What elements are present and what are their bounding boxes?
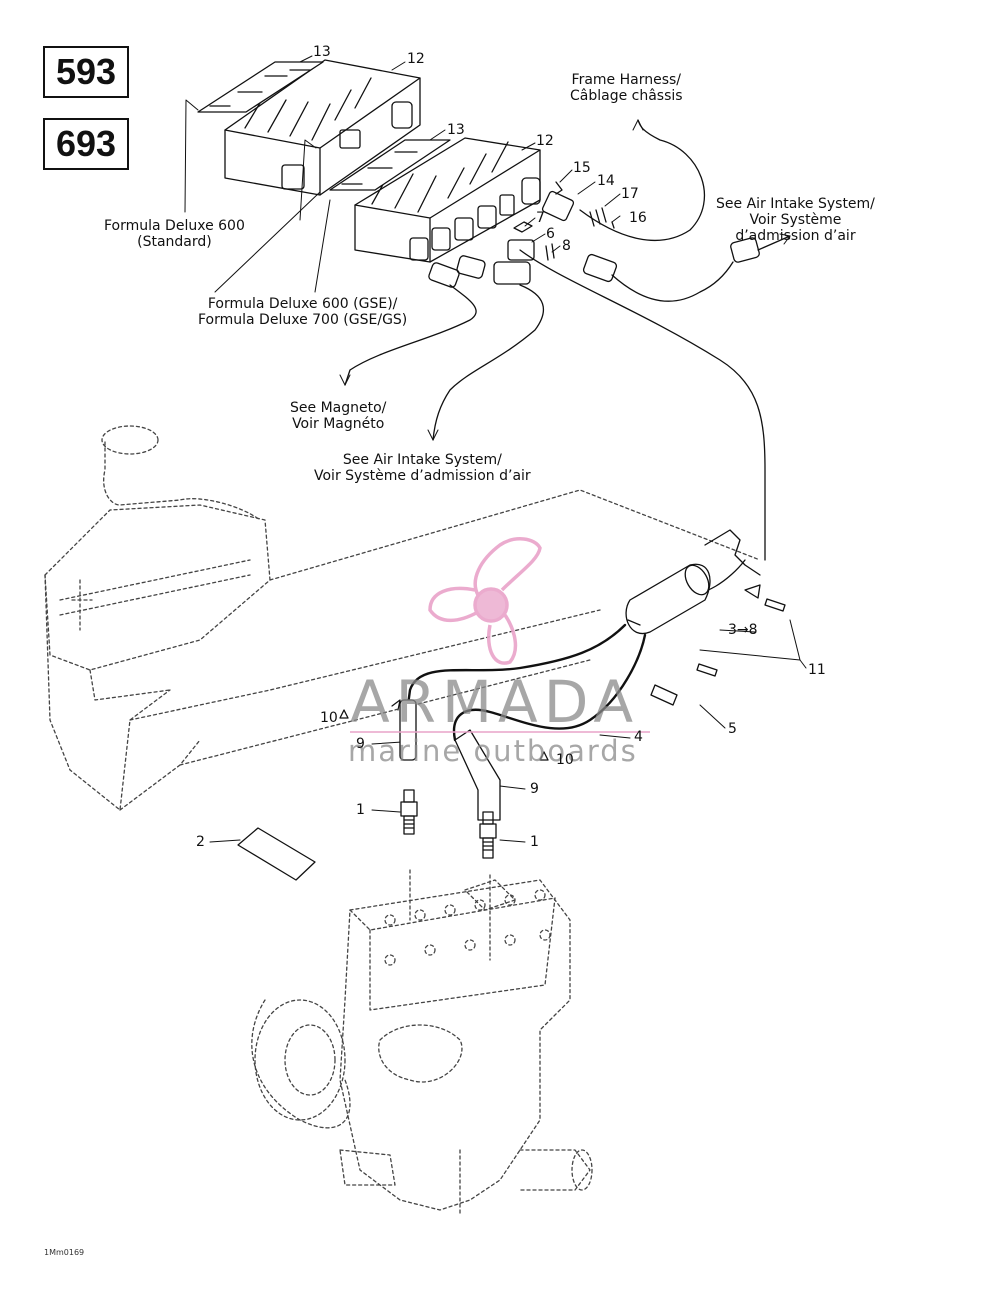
label-formula-standard: Formula Deluxe 600 (Standard): [104, 218, 245, 250]
module-gse: [329, 137, 541, 263]
part-number-14: 14: [597, 173, 615, 189]
part-number-10-left: 10: [320, 710, 338, 726]
watermark-subtitle: marine outboards: [348, 734, 638, 768]
part-number-1-right: 1: [530, 834, 539, 850]
leader-lines: [184, 55, 807, 843]
watermark-word: ARMADA: [350, 668, 640, 736]
part-number-12-mid: 12: [536, 133, 554, 149]
watermark-propeller-logo: [428, 537, 542, 665]
part-number-3-to-8: 3→8: [728, 622, 758, 638]
part-number-16: 16: [629, 210, 647, 226]
spark-plug-caps: [399, 699, 501, 821]
label-frame-harness: Frame Harness/ Câblage châssis: [570, 72, 683, 104]
part-number-1-left: 1: [356, 802, 365, 818]
part-number-4: 4: [634, 729, 643, 745]
part-number-2: 2: [196, 834, 205, 850]
part-number-13-top: 13: [313, 44, 331, 60]
part-2-strip: [237, 827, 316, 881]
part-number-12-top: 12: [407, 51, 425, 67]
engine-block-background: [251, 869, 593, 1216]
model-code-693: 693: [43, 118, 129, 170]
part-number-9-right: 9: [530, 781, 539, 797]
label-see-air-intake-right: See Air Intake System/ Voir Système d’ad…: [716, 196, 875, 244]
part-number-13-mid: 13: [447, 122, 465, 138]
model-code-593: 593: [43, 46, 129, 98]
connectors: [428, 181, 760, 288]
label-formula-gse: Formula Deluxe 600 (GSE)/ Formula Deluxe…: [198, 296, 408, 328]
part-number-15: 15: [573, 160, 591, 176]
part-number-11: 11: [808, 662, 826, 678]
part-number-8: 8: [562, 238, 571, 254]
part-number-6: 6: [546, 226, 555, 242]
drawing-code: 1Mm0169: [44, 1248, 85, 1257]
label-see-air-intake-center: See Air Intake System/ Voir Système d’ad…: [314, 452, 531, 484]
ht-wires: [406, 623, 647, 742]
spark-plugs: [400, 789, 497, 859]
part-number-9-left: 9: [356, 736, 365, 752]
fasteners: [339, 598, 786, 761]
module-standard: [197, 59, 421, 196]
wiring: [344, 119, 791, 594]
label-see-magneto: See Magneto/ Voir Magnéto: [290, 400, 387, 432]
part-number-5: 5: [728, 721, 737, 737]
ignition-coil: [625, 529, 761, 635]
part-number-7: 7: [536, 210, 545, 226]
part-number-17: 17: [621, 186, 639, 202]
part-number-10-right: 10: [556, 752, 574, 768]
